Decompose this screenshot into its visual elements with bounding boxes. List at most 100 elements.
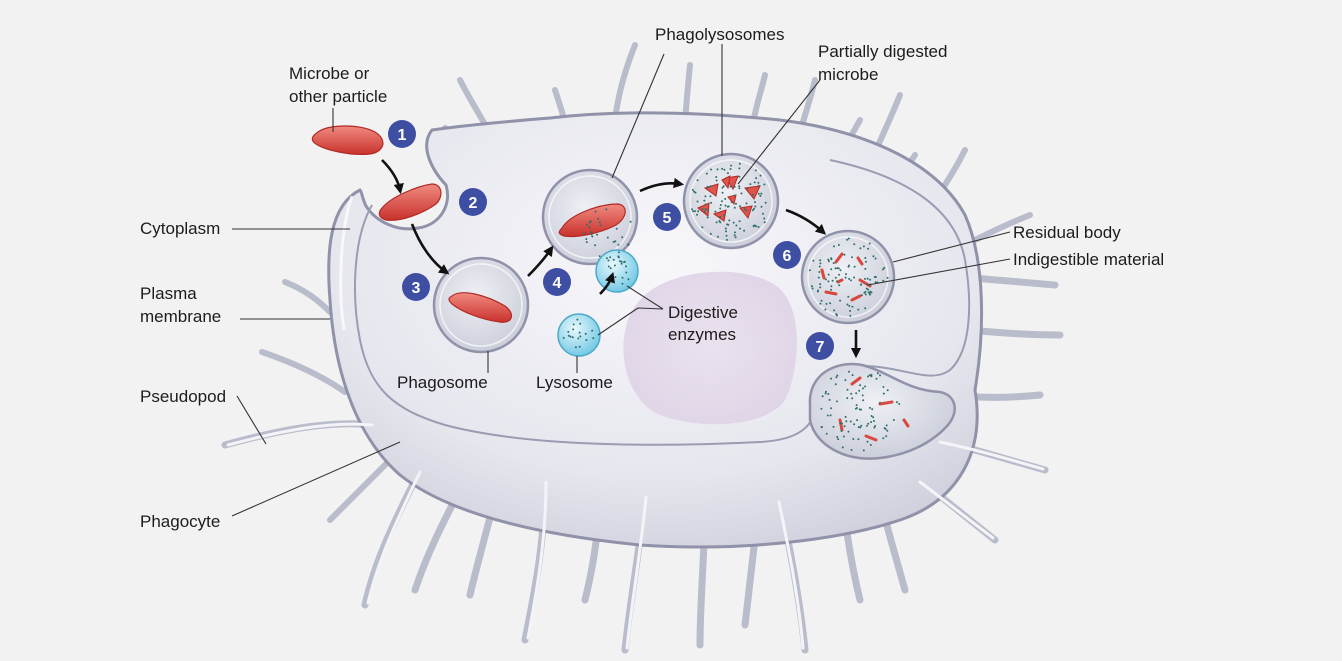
enzyme-dot (720, 200, 723, 203)
enzyme-dot (829, 302, 832, 305)
enzyme-dot (830, 377, 833, 380)
enzyme-dot (886, 429, 889, 432)
enzyme-dot (724, 227, 727, 230)
enzyme-dot (860, 424, 863, 427)
enzyme-dot (613, 264, 616, 267)
enzyme-dot (738, 185, 741, 188)
enzyme-dot (817, 276, 820, 279)
enzyme-dot (840, 429, 843, 432)
enzyme-dot (860, 294, 863, 297)
enzyme-dot (730, 201, 733, 203)
enzyme-dot (883, 266, 886, 269)
enzyme-dot (732, 221, 735, 224)
enzyme-dot (870, 291, 873, 294)
enzyme-dot (879, 401, 881, 404)
enzyme-dot (728, 219, 731, 222)
pseudopod-highlights (226, 422, 1045, 650)
enzyme-dot (829, 414, 832, 417)
svg-text:3: 3 (412, 280, 421, 297)
enzyme-dot (576, 318, 579, 321)
residual-body (800, 229, 896, 325)
enzyme-dot (808, 269, 811, 272)
enzyme-dot (745, 209, 748, 212)
step-3-badge: 3 (402, 273, 430, 301)
label-phagocyte: Phagocyte (140, 512, 220, 531)
svg-text:1: 1 (398, 127, 407, 144)
enzyme-dot (892, 419, 895, 421)
enzyme-dot (572, 328, 575, 331)
enzyme-dot (858, 389, 861, 392)
enzyme-dot (620, 260, 623, 263)
enzyme-dot (859, 384, 862, 387)
enzyme-dot (850, 449, 853, 451)
enzyme-dot (867, 247, 870, 250)
enzyme-dot (709, 185, 712, 188)
enzyme-dot (764, 201, 767, 204)
exocytosis-vesicle (808, 362, 956, 460)
enzyme-dot (571, 336, 574, 339)
enzyme-dot (824, 308, 827, 311)
enzyme-dot (827, 280, 830, 283)
enzyme-dot (696, 179, 699, 182)
enzyme-dot (811, 287, 814, 290)
enzyme-dot (617, 256, 620, 259)
label-cytoplasm: Cytoplasm (140, 219, 220, 238)
enzyme-dot (738, 175, 741, 178)
enzyme-dot (709, 232, 712, 235)
enzyme-dot (834, 383, 837, 386)
enzyme-dot (738, 162, 741, 165)
enzyme-dot (885, 424, 888, 427)
enzyme-dot (825, 432, 828, 435)
enzyme-dot (734, 236, 737, 239)
enzyme-dot (701, 208, 704, 211)
phagosome (432, 256, 530, 354)
enzyme-dot (743, 208, 746, 211)
enzyme-dot (862, 245, 865, 248)
enzyme-dot (597, 217, 599, 220)
enzyme-dot (612, 258, 615, 261)
enzyme-dot (589, 220, 592, 223)
enzyme-dot (836, 280, 838, 283)
enzyme-dot (746, 187, 749, 190)
enzyme-dot (693, 190, 696, 193)
enzyme-dot (866, 424, 868, 427)
enzyme-dot (832, 425, 835, 428)
enzyme-dot (854, 407, 857, 410)
enzyme-dot (851, 256, 853, 259)
enzyme-dot (705, 172, 708, 175)
enzyme-dot (629, 220, 632, 223)
enzyme-dot (849, 309, 852, 312)
enzyme-dot (754, 205, 757, 208)
label-microbe-line2: other particle (289, 87, 387, 106)
enzyme-dot (726, 223, 729, 226)
enzyme-dot (851, 397, 854, 400)
enzyme-dot (846, 388, 849, 391)
enzyme-dot (874, 281, 877, 284)
enzyme-dot (824, 278, 827, 281)
enzyme-dot (706, 216, 709, 219)
enzyme-dot (719, 207, 722, 210)
step-7-badge: 7 (806, 332, 834, 360)
enzyme-dot (605, 208, 608, 211)
enzyme-dot (594, 210, 597, 213)
enzyme-dot (757, 192, 760, 195)
enzyme-dot (579, 335, 582, 338)
enzyme-dot (614, 276, 617, 279)
enzyme-dot (734, 231, 736, 234)
enzyme-dot (864, 290, 867, 293)
enzyme-dot (810, 285, 813, 288)
enzyme-dot (864, 307, 867, 310)
enzyme-dot (755, 177, 758, 180)
enzyme-dot (885, 435, 888, 438)
enzyme-dot (844, 276, 847, 279)
enzyme-dot (870, 373, 873, 376)
enzyme-dot (704, 195, 707, 198)
enzyme-dot (606, 236, 609, 239)
enzyme-dot (716, 168, 719, 171)
enzyme-dot (620, 262, 623, 265)
enzyme-dot (846, 238, 849, 241)
step-badges: 1 2 3 4 5 6 7 (388, 120, 834, 360)
enzyme-dot (857, 308, 860, 311)
enzyme-dot (884, 428, 887, 430)
enzyme-dot (585, 339, 588, 342)
